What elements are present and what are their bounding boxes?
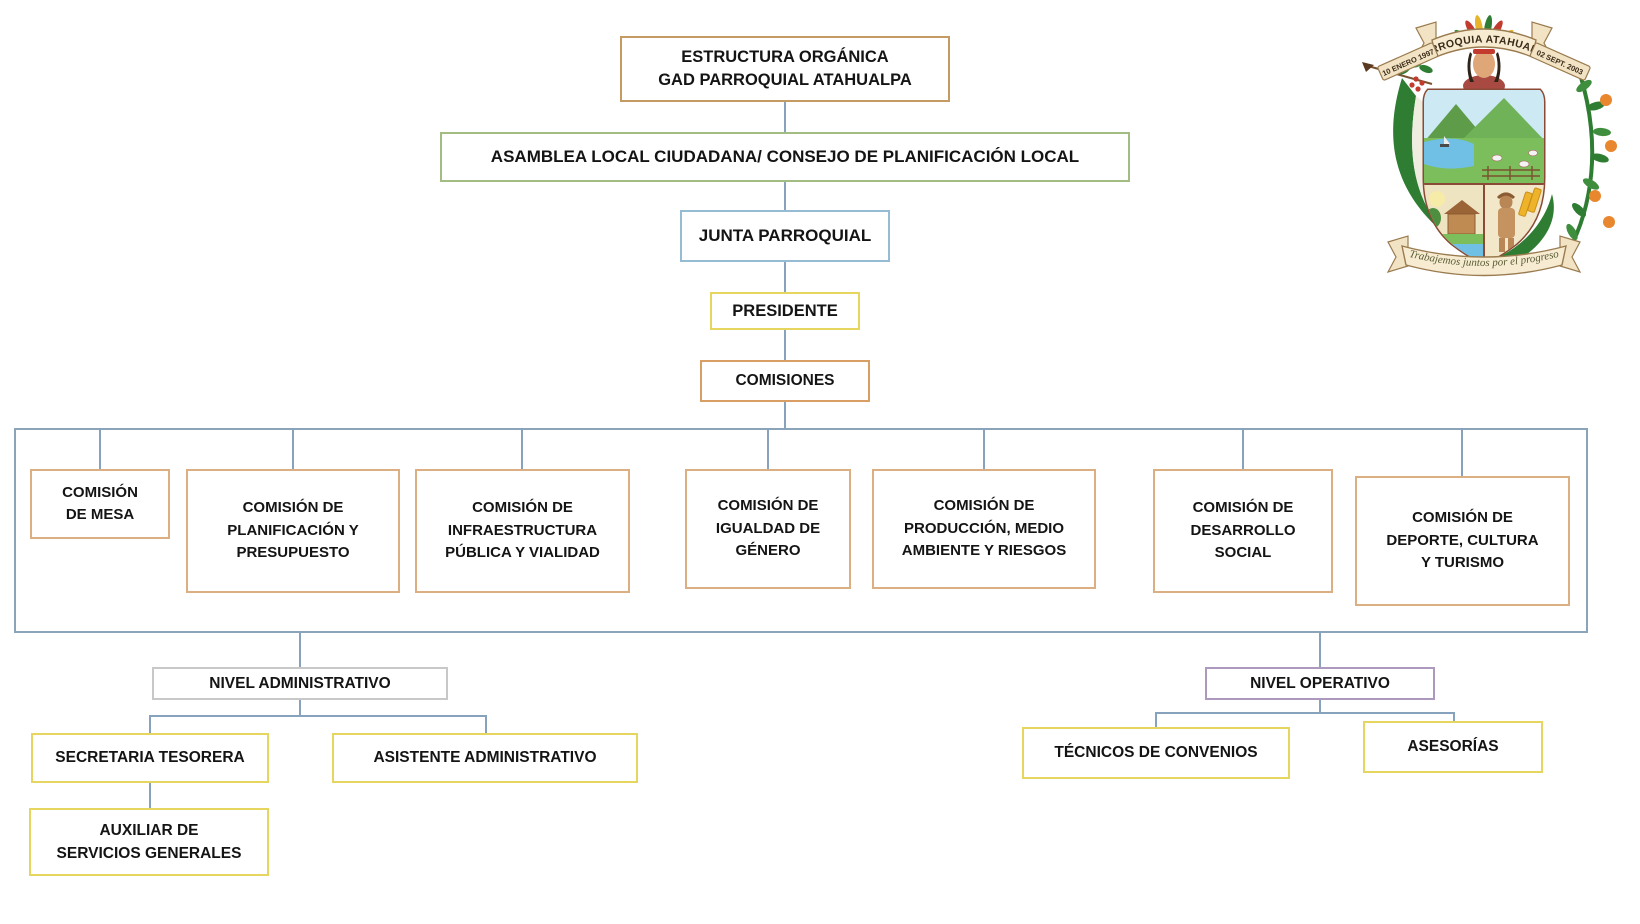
connector-container-admin — [299, 633, 301, 667]
node-comision-infraestructura: COMISIÓN DE INFRAESTRUCTURA PÚBLICA Y VI… — [415, 469, 630, 593]
right-date-ribbon: 02 SEPT. 2003 — [1529, 42, 1591, 81]
parish-crest-logo: PARROQUIA ATAHUALPA 10 ENERO 1997 02 SEP… — [1332, 6, 1617, 277]
connector-secretaria-auxiliar — [149, 783, 151, 808]
node-nivel-operativo: NIVEL OPERATIVO — [1205, 667, 1435, 700]
connector-comisiones-container — [784, 402, 786, 428]
node-asistente-administrativo: ASISTENTE ADMINISTRATIVO — [332, 733, 638, 783]
connector-asamblea-junta — [784, 182, 786, 210]
comision-desarrollo-label: COMISIÓN DE DESARROLLO SOCIAL — [1190, 499, 1296, 562]
connector-junta-presidente — [784, 262, 786, 292]
connector-admin-secretaria — [149, 715, 151, 733]
node-comision-mesa: COMISIÓN DE MESA — [30, 469, 170, 539]
node-asamblea-label: ASAMBLEA LOCAL CIUDADANA/ CONSEJO DE PLA… — [490, 147, 1080, 167]
stub-comision-desarrollo — [1242, 428, 1244, 469]
comision-mesa-label: COMISIÓN DE MESA — [62, 483, 138, 524]
nivel-operativo-label: NIVEL OPERATIVO — [1250, 674, 1390, 692]
node-comision-produccion: COMISIÓN DE PRODUCCIÓN, MEDIO AMBIENTE Y… — [872, 469, 1096, 589]
node-title: ESTRUCTURA ORGÁNICA GAD PARROQUIAL ATAHU… — [620, 36, 950, 102]
chief-figure — [1454, 15, 1514, 97]
node-junta-parroquial: JUNTA PARROQUIAL — [680, 210, 890, 262]
comision-planificacion-label: COMISIÓN DE PLANIFICACIÓN Y PRESUPUESTO — [227, 499, 359, 562]
connector-presidente-comisiones — [784, 330, 786, 360]
stub-comision-igualdad — [767, 428, 769, 469]
secretaria-tesorera-label: SECRETARIA TESORERA — [55, 749, 245, 767]
connector-operativo-tecnicos — [1155, 712, 1157, 727]
left-date-ribbon: 10 ENERO 1997 — [1377, 42, 1439, 81]
connector-admin-elbow-v — [299, 700, 301, 716]
connector-admin-elbow-h — [149, 715, 487, 717]
node-comision-igualdad: COMISIÓN DE IGUALDAD DE GÉNERO — [685, 469, 851, 589]
comision-produccion-label: COMISIÓN DE PRODUCCIÓN, MEDIO AMBIENTE Y… — [901, 497, 1067, 560]
stub-comision-produccion — [983, 428, 985, 469]
node-comisiones: COMISIONES — [700, 360, 870, 402]
node-comisiones-label: COMISIONES — [735, 372, 835, 390]
node-presidente: PRESIDENTE — [710, 292, 860, 330]
connector-operativo-elbow-h — [1155, 712, 1455, 714]
tecnicos-convenios-label: TÉCNICOS DE CONVENIOS — [1054, 744, 1258, 762]
node-title-label: ESTRUCTURA ORGÁNICA GAD PARROQUIAL ATAHU… — [658, 47, 912, 89]
stub-comision-deporte — [1461, 428, 1463, 476]
node-secretaria-tesorera: SECRETARIA TESORERA — [31, 733, 269, 783]
commissions-container — [14, 428, 1588, 633]
node-comision-planificacion: COMISIÓN DE PLANIFICACIÓN Y PRESUPUESTO — [186, 469, 400, 593]
comision-deporte-label: COMISIÓN DE DEPORTE, CULTURA Y TURISMO — [1386, 509, 1539, 572]
comision-igualdad-label: COMISIÓN DE IGUALDAD DE GÉNERO — [715, 497, 821, 560]
stub-comision-planificacion — [292, 428, 294, 469]
node-auxiliar-servicios: AUXILIAR DE SERVICIOS GENERALES — [29, 808, 269, 876]
node-comision-deporte: COMISIÓN DE DEPORTE, CULTURA Y TURISMO — [1355, 476, 1570, 606]
top-banner: PARROQUIA ATAHUALPA — [1332, 6, 1554, 59]
node-comision-desarrollo: COMISIÓN DE DESARROLLO SOCIAL — [1153, 469, 1333, 593]
connector-operativo-asesorias — [1453, 712, 1455, 721]
auxiliar-servicios-label: AUXILIAR DE SERVICIOS GENERALES — [56, 821, 242, 862]
node-nivel-administrativo: NIVEL ADMINISTRATIVO — [152, 667, 448, 700]
connector-operativo-elbow-v — [1319, 700, 1321, 714]
node-asesorias: ASESORÍAS — [1363, 721, 1543, 773]
asistente-administrativo-label: ASISTENTE ADMINISTRATIVO — [373, 749, 597, 767]
orange-branch — [1566, 73, 1617, 253]
node-tecnicos-convenios: TÉCNICOS DE CONVENIOS — [1022, 727, 1290, 779]
connector-container-operativo — [1319, 633, 1321, 667]
node-asamblea: ASAMBLEA LOCAL CIUDADANA/ CONSEJO DE PLA… — [440, 132, 1130, 182]
nivel-administrativo-label: NIVEL ADMINISTRATIVO — [209, 674, 391, 692]
connector-admin-asistente — [485, 715, 487, 733]
comision-infraestructura-label: COMISIÓN DE INFRAESTRUCTURA PÚBLICA Y VI… — [445, 499, 600, 562]
connector-title-asamblea — [784, 102, 786, 132]
node-presidente-label: PRESIDENTE — [732, 301, 838, 320]
stub-comision-mesa — [99, 428, 101, 469]
node-junta-label: JUNTA PARROQUIAL — [698, 226, 872, 246]
asesorias-label: ASESORÍAS — [1407, 738, 1499, 756]
stub-comision-infraestructura — [521, 428, 523, 469]
